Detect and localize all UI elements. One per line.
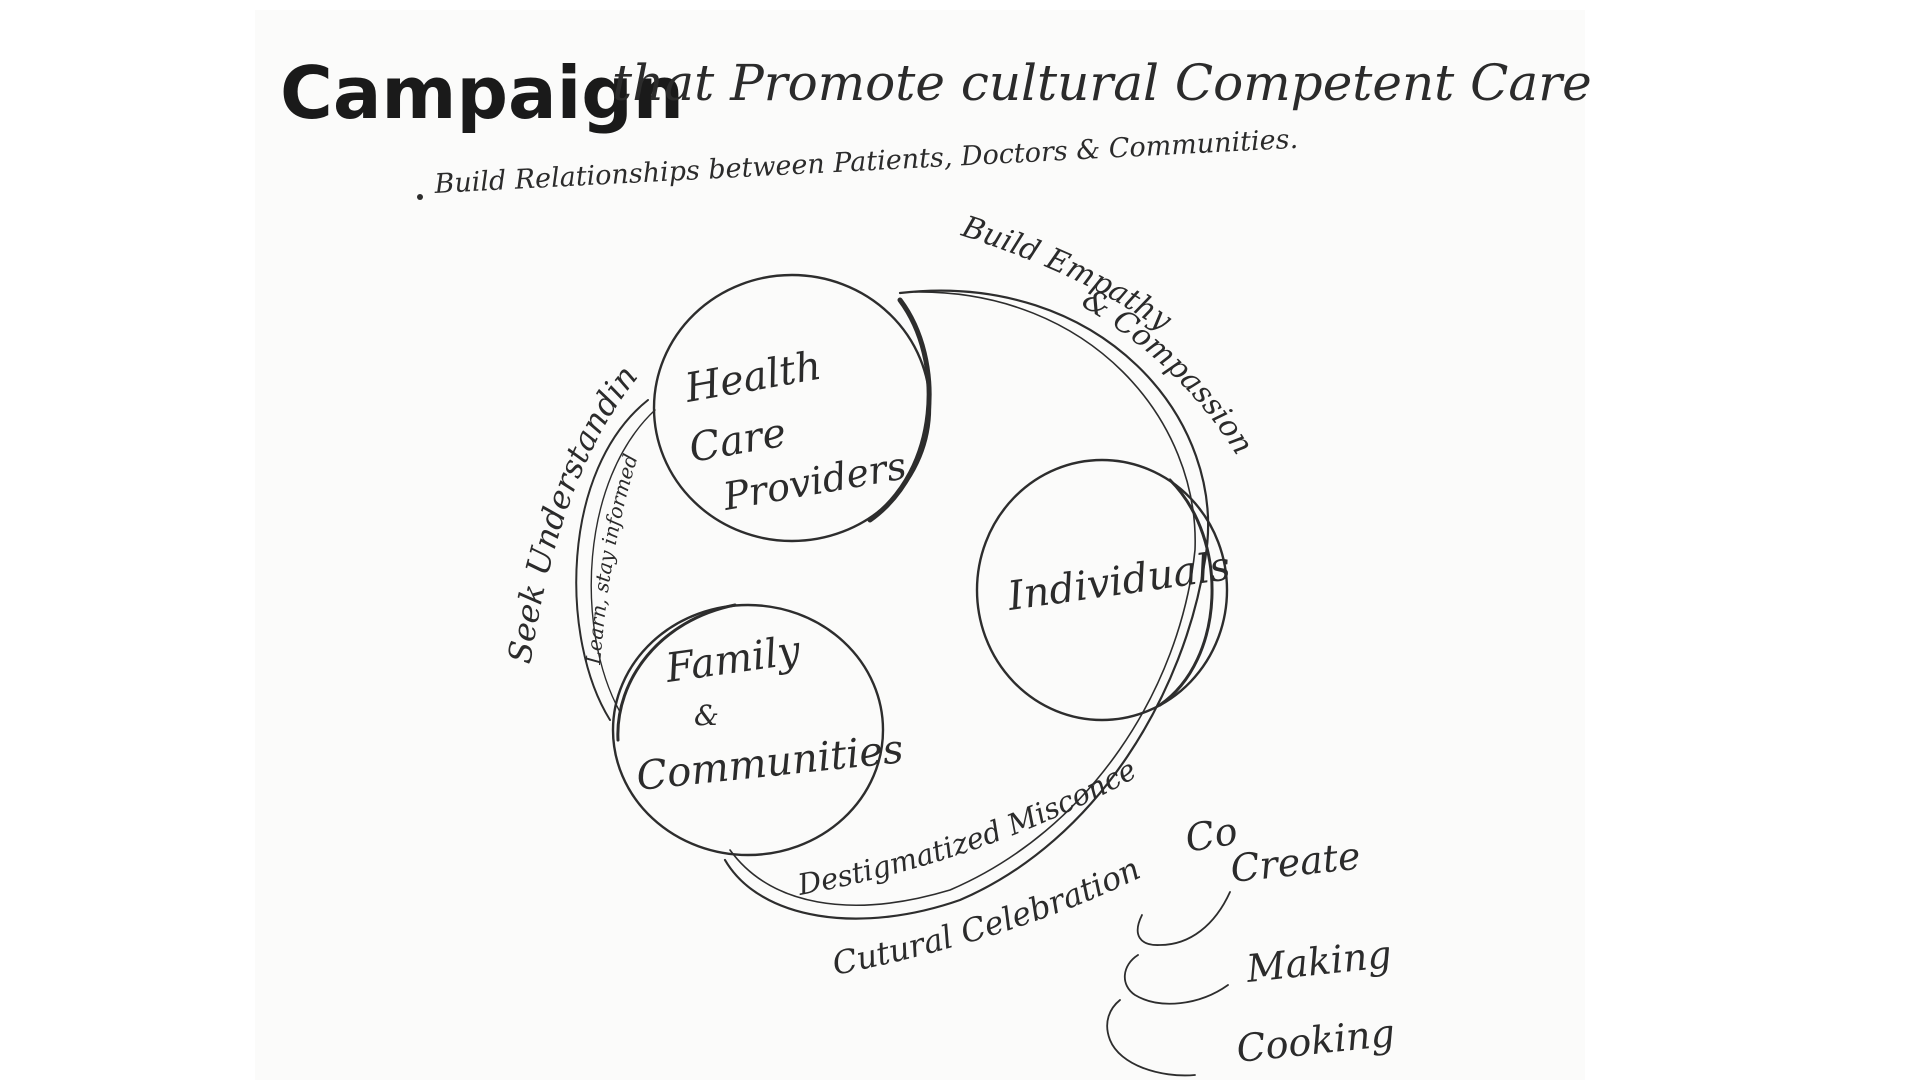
family-communities-label-1: Family [662, 627, 804, 692]
cooking-connector [1106, 999, 1196, 1077]
cycle-ring-left [575, 399, 649, 721]
individuals-label: Individuals [1004, 543, 1233, 620]
subtitle-bullet [417, 194, 423, 200]
individuals-circle[interactable] [975, 458, 1229, 722]
family-communities-label-3: Communities [634, 726, 905, 800]
subtitle: Build Relationships between Patients, Do… [433, 124, 1299, 200]
health-care-providers-label-2: Care [686, 410, 790, 472]
learn-stay-informed-label: Learn, stay informed [581, 451, 643, 666]
co-create-label: Create [1228, 834, 1362, 891]
learn-stay-informed-text: Learn, stay informed [581, 451, 643, 666]
health-care-providers-label-1: Health [681, 343, 825, 412]
health-care-providers-shading [867, 297, 932, 523]
making-connector [1123, 954, 1229, 1005]
family-communities-circle[interactable] [611, 603, 885, 857]
title-rest: that Promote cultural Competent Care [612, 54, 1592, 112]
cooking-label: Cooking [1234, 1011, 1397, 1071]
individuals-shading [1158, 478, 1214, 707]
cycle-ring-outer [723, 289, 1210, 920]
family-communities-label-2: & [694, 699, 719, 732]
co-create-connector [1136, 891, 1231, 946]
paper-sheet [255, 10, 1585, 1080]
co-create-prefix: Co [1182, 809, 1241, 861]
title-bold: Campaign [280, 51, 684, 135]
cycle-ring-inner [729, 291, 1196, 906]
family-communities-shading [616, 603, 737, 742]
cycle-ring-left-inner [590, 409, 656, 713]
making-label: Making [1243, 932, 1393, 991]
